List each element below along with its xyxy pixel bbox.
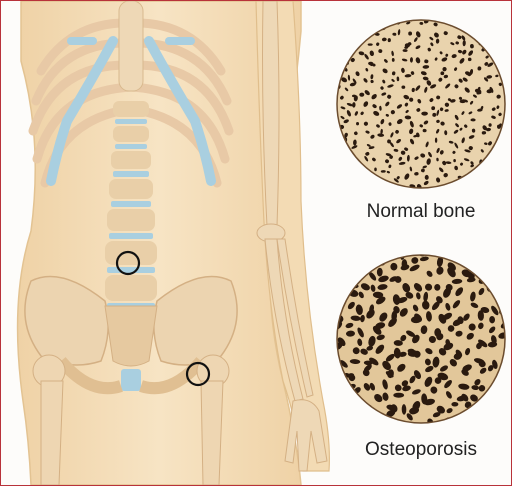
osteoporosis-label: Osteoporosis	[336, 439, 506, 461]
normal-bone-label: Normal bone	[336, 201, 506, 223]
normal-bone-sample	[323, 9, 510, 193]
sternum	[119, 1, 143, 91]
osteoporosis-bone-sample	[317, 241, 511, 435]
